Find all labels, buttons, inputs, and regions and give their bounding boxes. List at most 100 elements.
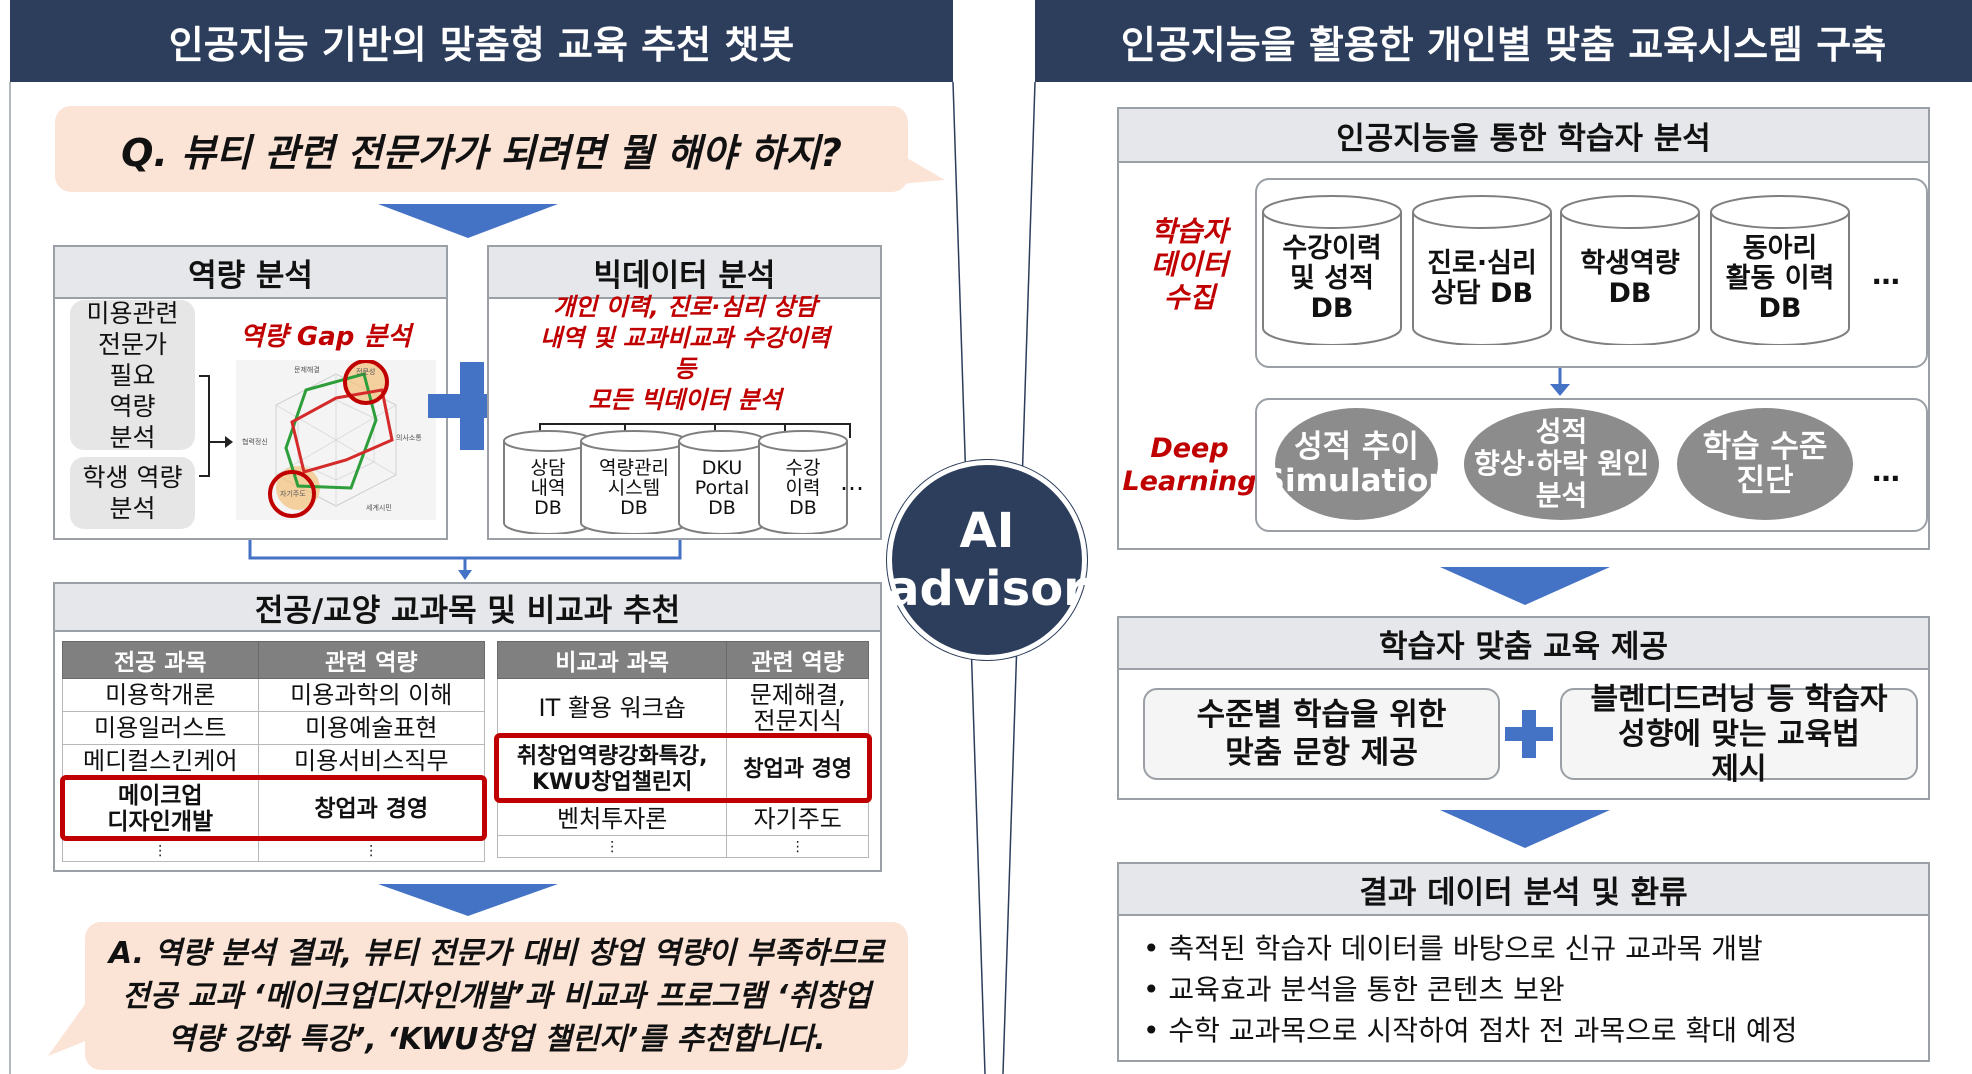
result-bullet: • 축적된 학습자 데이터를 바탕으로 신규 교과목 개발 — [1143, 932, 1763, 965]
provide-title: 학습자 맞춤 교육 제공 — [1119, 618, 1928, 670]
table-row: IT 활용 워크숍 문제해결, 전문지식 — [496, 678, 869, 737]
answer-line: 전공 교과 ‘메이크업디자인개발’과 비교과 프로그램 ‘취창업 — [122, 978, 871, 1014]
bigdata-title: 빅데이터 분석 — [489, 247, 880, 299]
db-label-line: DB — [1758, 292, 1802, 324]
db-label-line: 상담 — [530, 456, 566, 479]
oval-line: Simulation — [1262, 463, 1451, 499]
result-box: 결과 데이터 분석 및 환류 — [1117, 862, 1930, 1062]
table-header-row: 비교과 과목 관련 역량 — [496, 641, 869, 679]
collect-label-line: 학습자 — [1150, 215, 1229, 248]
competency-item1-line: 분석 — [109, 422, 156, 452]
answer-text: A. 역량 분석 결과, 뷰티 전문가 대비 창업 역량이 부족하므로 전공 교… — [85, 926, 908, 1066]
course-cell: 미용학개론 — [62, 678, 259, 712]
db-label-line: 및 성적 — [1290, 262, 1374, 294]
bigdata-desc-line: 내역 및 교과비교과 수강이력 — [539, 324, 831, 352]
radar-axis-label: 전문성 — [356, 367, 375, 376]
down-arrow-icon — [1440, 567, 1610, 605]
db-label-line: 수강 — [785, 456, 821, 479]
table-header-cell: 관련 역량 — [257, 641, 486, 679]
question-text: Q. 뷰티 관련 전문가가 되려면 뭘 해야 하지? — [55, 106, 908, 192]
oval-line: 향상·하락 원인 — [1474, 447, 1649, 480]
extra-highlight-box — [494, 733, 872, 803]
merge-connector — [248, 540, 682, 580]
bigdata-desc: 개인 이력, 진로·심리 상담 내역 및 교과비교과 수강이력 등 모든 빅데이… — [500, 292, 870, 416]
left-header-title: 인공지능 기반의 맞춤형 교육 추천 챗봇 — [168, 22, 795, 67]
question-bubble-tail — [900, 154, 945, 184]
competency-item1-line: 역량 — [109, 391, 156, 421]
right-header: 인공지능을 활용한 개인별 맞춤 교육시스템 구축 — [1035, 0, 1972, 82]
competency-cell: ⋮ — [257, 839, 486, 862]
provide-item-line: 제시 — [1711, 751, 1767, 787]
answer-bubble — [85, 922, 908, 1070]
collect-more: … — [1872, 258, 1900, 291]
db-label-line: DB — [1608, 277, 1652, 309]
db-label-line: DKU — [701, 456, 743, 479]
competency-cell: ⋮ — [726, 835, 869, 858]
left-header: 인공지능 기반의 맞춤형 교육 추천 챗봇 — [10, 0, 953, 82]
competency-cell: 미용서비스직무 — [257, 744, 486, 778]
table-row-highlight: 취창업역량강화특강, KWU창업챌린지 창업과 경영 — [496, 736, 869, 803]
db-label-line: 동아리 — [1742, 232, 1818, 264]
competency-item-student: 학생 역량 분석 — [70, 457, 195, 529]
table-row-highlight: 메이크업 디자인개발 창업과 경영 — [62, 777, 486, 840]
radar-axis-label: 자기주도 — [280, 489, 306, 498]
level-diagnosis-oval: 학습 수준 진단 — [1677, 408, 1853, 520]
db-label-line: 상담 DB — [1430, 277, 1534, 309]
db-label-line: 진로·심리 — [1427, 247, 1537, 279]
oval-line: 학습 수준 — [1702, 429, 1828, 465]
learner-analysis-title: 인공지능을 통한 학습자 분석 — [1119, 109, 1928, 163]
db-label-line: DB — [1310, 292, 1354, 324]
db-label-line: DB — [789, 496, 817, 519]
competency-item2-line: 분석 — [109, 494, 156, 523]
radar-chart-image: 문제해결 전문성 의사소통 세계시민 자기주도 협력정신 — [236, 360, 436, 520]
db-label-line: 시스템 — [607, 476, 661, 499]
table-header-cell: 관련 역량 — [726, 641, 869, 679]
ai-advisor-circle: AI advisor — [887, 460, 1087, 660]
bigdata-more: … — [840, 468, 864, 496]
table-header-cell: 전공 과목 — [62, 641, 259, 679]
table-row: 메디컬스킨케어 미용서비스직무 — [62, 744, 486, 778]
down-arrow-icon — [378, 884, 558, 916]
question-bubble — [55, 106, 908, 192]
oval-line: 성적 — [1535, 415, 1588, 448]
provide-item-line: 맞춤 문항 제공 — [1225, 735, 1418, 771]
provide-item-line: 수준별 학습을 위한 — [1196, 697, 1447, 733]
bigdata-desc-line: 모든 빅데이터 분석 — [588, 386, 782, 414]
learner-analysis-title-text: 인공지능을 통한 학습자 분석 — [1336, 120, 1711, 157]
db-label-line: DB — [708, 496, 736, 519]
result-bullet-text: 교육효과 분석을 통한 콘텐츠 보완 — [1168, 973, 1565, 1006]
provide-item-questions: 수준별 학습을 위한 맞춤 문항 제공 — [1143, 688, 1500, 780]
result-bullet-text: 수학 교과목으로 시작하여 점차 전 과목으로 확대 예정 — [1168, 1014, 1798, 1047]
question-label: Q. 뷰티 관련 전문가가 되려면 뭘 해야 하지? — [121, 130, 842, 175]
competency-item1-line: 필요 — [109, 360, 156, 390]
result-bullet-text: 축적된 학습자 데이터를 바탕으로 신규 교과목 개발 — [1168, 932, 1763, 965]
competency-item1-line: 전문가 — [97, 329, 167, 359]
competency-cell: 자기주도 — [726, 802, 869, 836]
db-label-line: 역량관리 — [599, 456, 669, 479]
competency-cell: 미용과학의 이해 — [257, 678, 486, 712]
down-arrow-icon — [378, 204, 558, 238]
competency-item1-line: 미용관련 — [86, 298, 179, 328]
table-header-cell: 비교과 과목 — [496, 641, 728, 679]
db-label-line: Portal — [694, 476, 750, 499]
competency-item2-line: 학생 역량 — [82, 463, 183, 492]
recommend-title-text: 전공/교양 교과목 및 비교과 추천 — [254, 592, 681, 629]
result-bullets: • 축적된 학습자 데이터를 바탕으로 신규 교과목 개발 • 교육효과 분석을… — [1143, 928, 1923, 1051]
right-header-title: 인공지능을 활용한 개인별 맞춤 교육시스템 구축 — [1120, 22, 1887, 67]
major-course-table: 전공 과목 관련 역량 미용학개론 미용과학의 이해 미용일러스트 미용예술표현… — [62, 641, 486, 862]
radar-axis-label: 협력정신 — [242, 437, 268, 446]
extra-course-table: 비교과 과목 관련 역량 IT 활용 워크숍 문제해결, 전문지식 취창업역량강… — [496, 641, 869, 858]
plus-icon — [1505, 710, 1553, 758]
bigdata-title-text: 빅데이터 분석 — [593, 257, 776, 294]
competency-bracket — [199, 375, 233, 477]
bigdata-desc-line: 등 — [673, 355, 697, 383]
provide-item-methods: 블렌디드러닝 등 학습자 성향에 맞는 교육법 제시 — [1560, 682, 1918, 787]
